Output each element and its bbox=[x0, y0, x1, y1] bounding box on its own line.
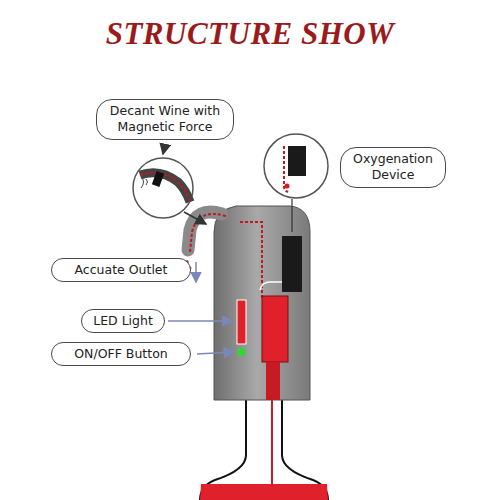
callout-label: LED Light bbox=[81, 309, 165, 333]
callout-label: Decant Wine with Magnetic Force bbox=[96, 99, 234, 140]
callout-label: Accuate Outlet bbox=[51, 258, 191, 282]
oxygenation-zoom bbox=[264, 134, 328, 232]
spout-zoom bbox=[133, 158, 206, 224]
wine-bottle bbox=[200, 398, 328, 500]
label-text: Oxygenation Device bbox=[351, 151, 435, 184]
callout-label: Oxygenation Device bbox=[340, 147, 446, 188]
label-text: Accuate Outlet bbox=[62, 262, 180, 278]
label-text: LED Light bbox=[92, 313, 154, 329]
callout-label: ON/OFF Button bbox=[51, 342, 191, 366]
label-text: Decant Wine with Magnetic Force bbox=[107, 103, 223, 136]
leader-arrow bbox=[163, 145, 165, 154]
leader-arrow bbox=[197, 352, 234, 354]
diagram-title: STRUCTURE SHOW bbox=[0, 16, 500, 52]
leader-arrow bbox=[195, 262, 197, 282]
label-text: ON/OFF Button bbox=[62, 346, 180, 362]
leader-arrow bbox=[168, 320, 232, 322]
aerator-body bbox=[188, 206, 310, 400]
